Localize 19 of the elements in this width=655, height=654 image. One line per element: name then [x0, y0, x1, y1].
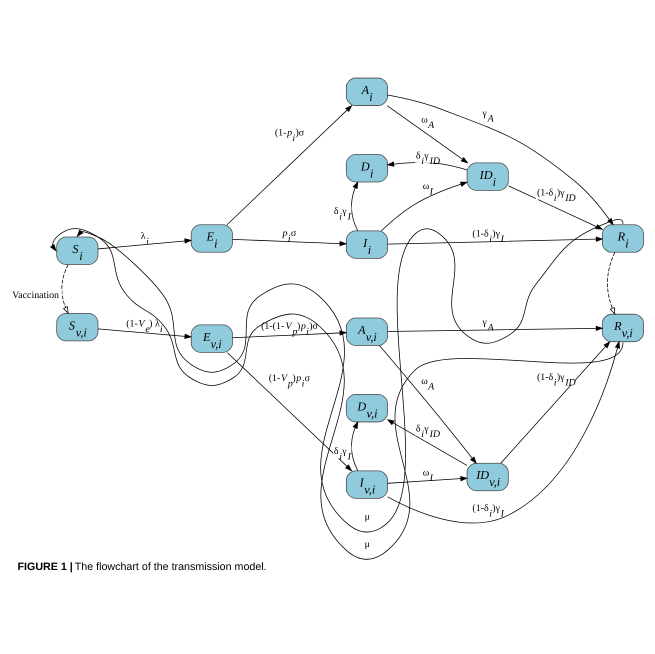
- arrow: [232, 330, 348, 338]
- arrow: [351, 180, 358, 230]
- edge-label: μ: [364, 510, 370, 522]
- edge-label: μ: [364, 538, 370, 550]
- arrow: [61, 264, 69, 314]
- arrow: [387, 325, 604, 332]
- edge-label: Vaccination: [12, 289, 60, 300]
- arrow: [387, 340, 620, 523]
- arrow: [386, 418, 468, 466]
- arrow: [500, 340, 610, 463]
- arrow: [98, 328, 192, 339]
- arrow: [387, 475, 468, 484]
- arrow: [379, 344, 477, 464]
- arrow: [607, 252, 616, 315]
- arrow: [98, 238, 192, 249]
- arrow: [232, 238, 348, 246]
- arrow: [387, 236, 604, 244]
- arrow: [351, 420, 358, 470]
- caption: FIGURE 1 | The flowchart of the transmission model.: [18, 560, 267, 573]
